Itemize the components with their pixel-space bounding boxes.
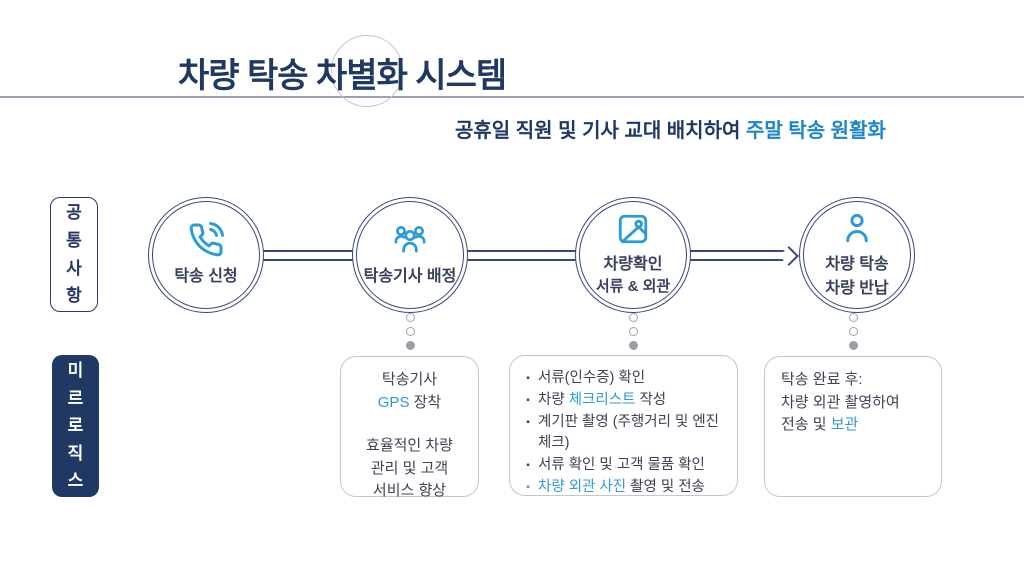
bullet-icon: ▪ [526, 460, 530, 471]
note-box-completion: 탁송 완료 후: 차량 외관 촬영하여 전송 및 보관 [764, 356, 942, 497]
dots-column-step3 [628, 313, 638, 355]
side-label-common-text: 공통사항 [66, 203, 82, 306]
step-circle-assign-driver: 탁송기사 배정 [352, 197, 468, 313]
dot [628, 341, 638, 350]
note-line-pre: 전송 및 [781, 416, 831, 433]
dot [848, 327, 858, 336]
dot [848, 341, 858, 350]
note-line-accent: 보관 [830, 416, 859, 433]
dot [628, 313, 638, 322]
side-label-common: 공통사항 [50, 197, 98, 312]
dot [405, 327, 415, 336]
item-text-pre: 차량 [538, 391, 569, 408]
note-line: 전송 및 보관 [781, 414, 925, 437]
note-line: 차량 외관 촬영하여 [781, 393, 900, 411]
subtitle-normal-text: 공휴일 직원 및 기사 교대 배치하여 [455, 120, 746, 142]
people-icon [391, 222, 429, 258]
note-line-spacer [347, 414, 472, 435]
phone-icon [188, 221, 224, 258]
dot [405, 341, 415, 350]
checklist-item-text: 서류(인수증) 확인 [538, 370, 646, 386]
page-title: 차량 탁송 차별화 시스템 [178, 57, 507, 95]
side-label-company-text: 미르로직스 [67, 361, 84, 491]
checklist-item-text: 차량 외관 사진 촬영 및 전송 [538, 477, 727, 499]
checklist-item-text: 계기판 촬영 (주행거리 및 엔진체크) [538, 413, 720, 452]
note-line: 관리 및 고객 [370, 459, 449, 477]
step-circle-vehicle-check: 차량확인 서류 & 외관 [575, 197, 691, 313]
checklist-item: ▪ 서류(인수증) 확인 [518, 368, 727, 390]
connector-step1-step2 [206, 250, 410, 261]
step-label: 탁송 신청 [174, 267, 238, 285]
dot [628, 327, 638, 336]
step-label-line2: 서류 & 외관 [595, 278, 671, 296]
step-label-line1: 차량확인 [603, 256, 663, 274]
note-line: 서비스 향상 [372, 482, 447, 499]
bullet-icon: ▪ [526, 481, 530, 493]
step-label: 차량 탁송 차량 반납 [825, 253, 888, 299]
note-box-checklist: ▪ 서류(인수증) 확인 ▪ 차량 체크리스트 작성 ▪ 계기판 촬영 (주행거… [509, 355, 738, 496]
checklist-item-text: 서류 확인 및 고객 물품 확인 [538, 457, 705, 473]
note-box-gps: 탁송기사 GPS 장착 효율적인 차량 관리 및 고객 서비스 향상 [340, 356, 479, 499]
step-circle-deliver-return: 차량 탁송 차량 반납 [799, 197, 915, 313]
step-label: 차량확인 서류 & 외관 [596, 253, 670, 298]
dots-column-step4 [848, 313, 858, 355]
item-text-accent: 체크리스트 [568, 391, 636, 408]
note-line: GPS 장착 [347, 392, 472, 415]
checklist-item: ▪ 계기판 촬영 (주행거리 및 엔진체크) [518, 412, 727, 456]
bullet-icon: ▪ [526, 394, 530, 406]
checklist-item: ▪ 차량 체크리스트 작성 [518, 390, 727, 412]
decorative-circle [331, 35, 403, 107]
dot [848, 313, 858, 322]
side-label-company: 미르로직스 [52, 355, 99, 497]
person-icon [839, 210, 875, 246]
step-label-line2: 차량 반납 [825, 279, 889, 297]
step-circle-request: 탁송 신청 [148, 197, 264, 313]
note-line-rest: 장착 [409, 393, 442, 411]
image-icon [616, 212, 650, 246]
note-line: 탁송 완료 후: [781, 371, 863, 388]
item-text-post: 촬영 및 전송 [626, 478, 705, 495]
header-divider [0, 96, 1024, 98]
dots-column-step2 [405, 313, 415, 355]
note-line: 효율적인 차량 [366, 437, 453, 454]
step-label: 탁송기사 배정 [363, 267, 457, 285]
checklist-item: ▪ 차량 외관 사진 촬영 및 전송 [518, 477, 727, 499]
checklist-item: ▪ 서류 확인 및 고객 물품 확인 [518, 455, 727, 477]
item-text-post: 작성 [635, 391, 667, 408]
subtitle-accent-text: 주말 탁송 원활화 [745, 120, 886, 142]
connector-step2-step3 [410, 250, 633, 261]
item-text-accent: 차량 외관 사진 [538, 478, 627, 495]
dot [405, 313, 415, 322]
bullet-icon: ▪ [526, 373, 530, 384]
checklist-item-text: 차량 체크리스트 작성 [538, 390, 727, 412]
gps-accent-text: GPS [377, 393, 410, 411]
bullet-icon: ▪ [526, 416, 530, 428]
note-line: 탁송기사 [381, 371, 438, 388]
step-label-line1: 차량 탁송 [825, 256, 889, 274]
subtitle: 공휴일 직원 및 기사 교대 배치하여 주말 탁송 원활화 [455, 114, 886, 143]
connector-arrow-step3-step4 [633, 250, 793, 261]
